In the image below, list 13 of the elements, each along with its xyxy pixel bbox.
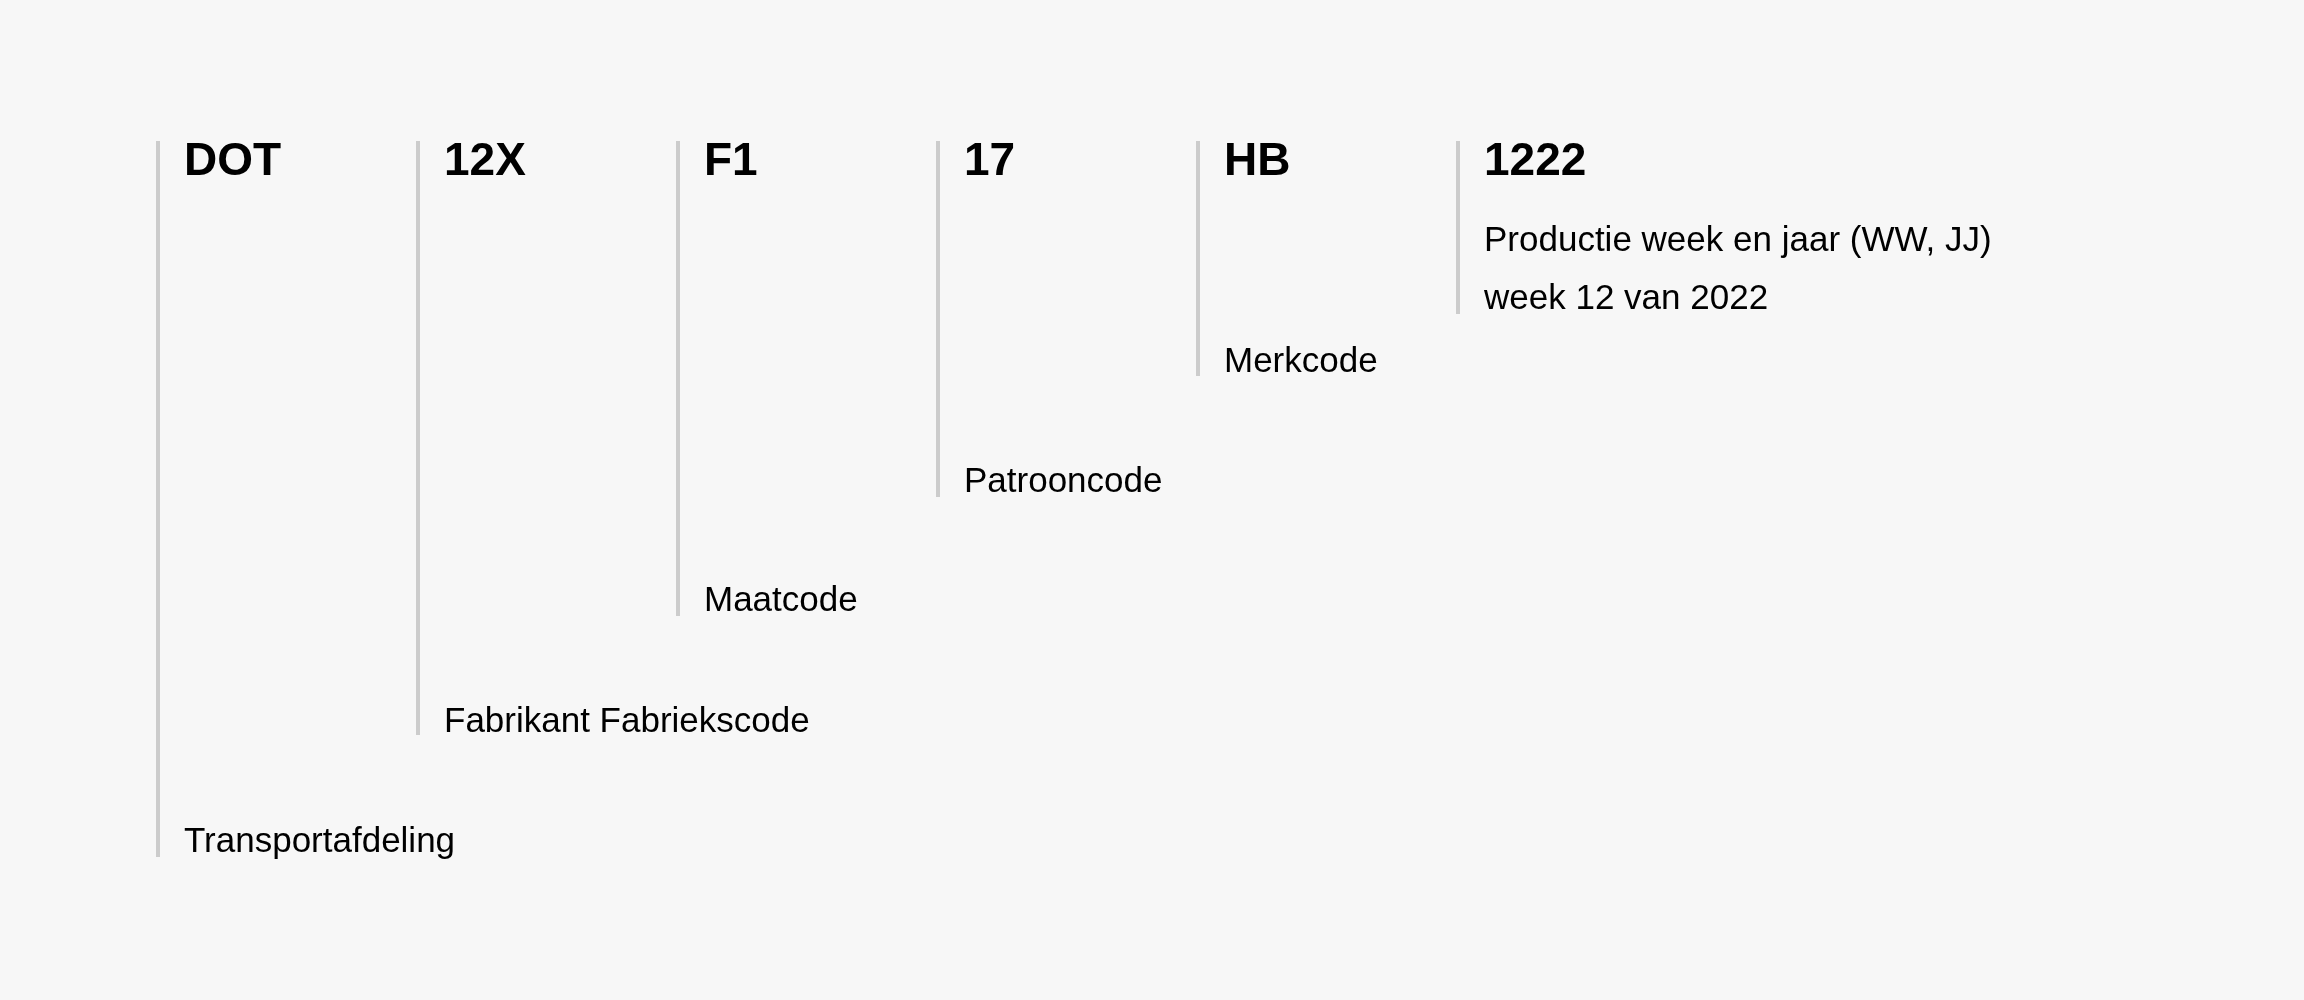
code-text: F1 — [704, 131, 758, 187]
code-text: 1222 — [1484, 131, 1587, 187]
description-text: Merkcode — [1224, 339, 1378, 381]
description-text: Fabrikant Fabriekscode — [444, 699, 810, 741]
code-text: DOT — [184, 131, 282, 187]
description-text: Productie week en jaar (WW, JJ) — [1484, 218, 1992, 260]
code-text: 17 — [964, 131, 1016, 187]
description-text: Transportafdeling — [184, 819, 456, 861]
code-text: HB — [1224, 131, 1291, 187]
description-text: Patrooncode — [964, 459, 1163, 501]
description-text: Maatcode — [704, 578, 858, 620]
code-text: 12X — [444, 131, 526, 187]
description-text: week 12 van 2022 — [1484, 276, 1769, 318]
